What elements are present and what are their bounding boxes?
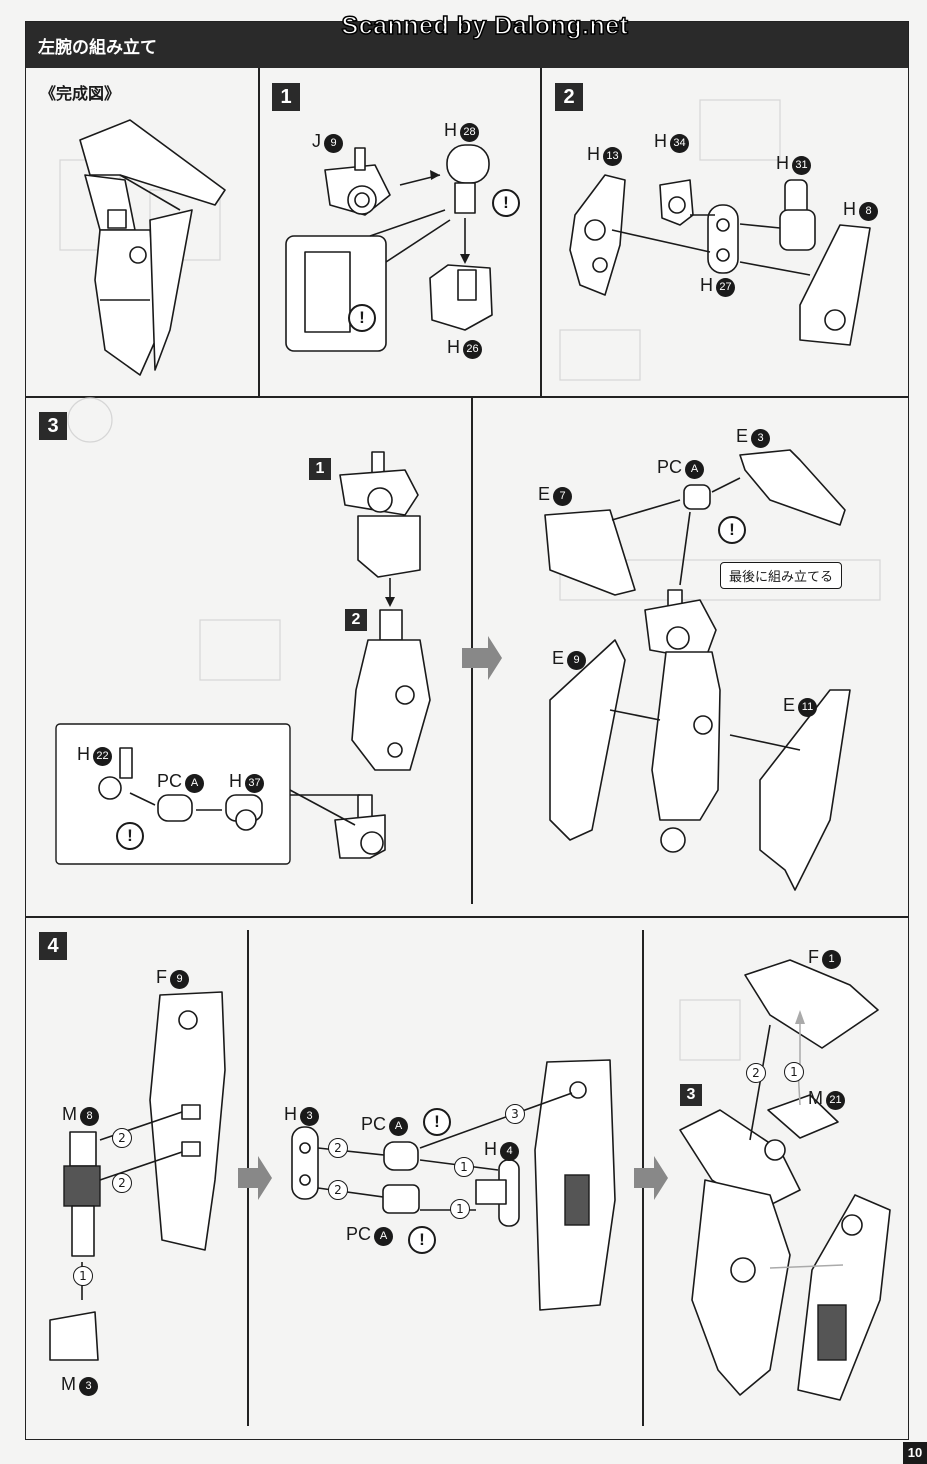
order-number: 2	[328, 1138, 348, 1158]
step-ref-1: 1	[309, 458, 331, 480]
step-4-number: 4	[39, 932, 67, 960]
divider	[540, 68, 542, 396]
order-number: 1	[454, 1157, 474, 1177]
step4-middle-figure	[291, 1059, 616, 1311]
order-number: 1	[784, 1062, 804, 1082]
assemble-last-callout: 最後に組み立てる	[720, 562, 843, 589]
divider	[258, 68, 260, 396]
section-title: 左腕の組み立て	[38, 38, 157, 58]
step-3-number: 3	[39, 412, 67, 440]
warning-icon: !	[116, 822, 144, 850]
page-frame	[25, 21, 909, 1440]
order-number: 3	[505, 1104, 525, 1124]
completed-arm-figure	[79, 119, 226, 376]
order-number: 1	[73, 1266, 93, 1286]
divider	[26, 396, 908, 398]
divider	[26, 916, 908, 918]
step3-right-figure	[544, 449, 851, 891]
step2-figure	[569, 174, 871, 346]
step-ref-2: 2	[345, 609, 367, 631]
order-number: 1	[450, 1199, 470, 1219]
warning-icon: !	[423, 1108, 451, 1136]
order-number: 2	[328, 1180, 348, 1200]
step-ref-3: 3	[680, 1084, 702, 1106]
step-1-number: 1	[272, 83, 300, 111]
section-header: 左腕の組み立て	[26, 22, 908, 68]
step1-figure	[285, 144, 493, 352]
watermark: Scanned by Dalong.net	[341, 11, 629, 41]
step3-left-figure	[55, 451, 431, 865]
warning-icon: !	[408, 1226, 436, 1254]
warning-icon: !	[348, 304, 376, 332]
warning-icon: !	[718, 516, 746, 544]
order-number: 2	[746, 1063, 766, 1083]
order-number: 2	[112, 1173, 132, 1193]
completed-view-label: 《完成図》	[40, 84, 121, 103]
step4-right-figure	[679, 959, 891, 1401]
warning-icon: !	[492, 189, 520, 217]
page-number: 10	[903, 1442, 927, 1464]
step-2-number: 2	[555, 83, 583, 111]
background-ghost	[59, 99, 881, 1061]
transition-arrows	[238, 636, 668, 1200]
order-number: 2	[112, 1128, 132, 1148]
step4-left-figure	[49, 991, 226, 1361]
